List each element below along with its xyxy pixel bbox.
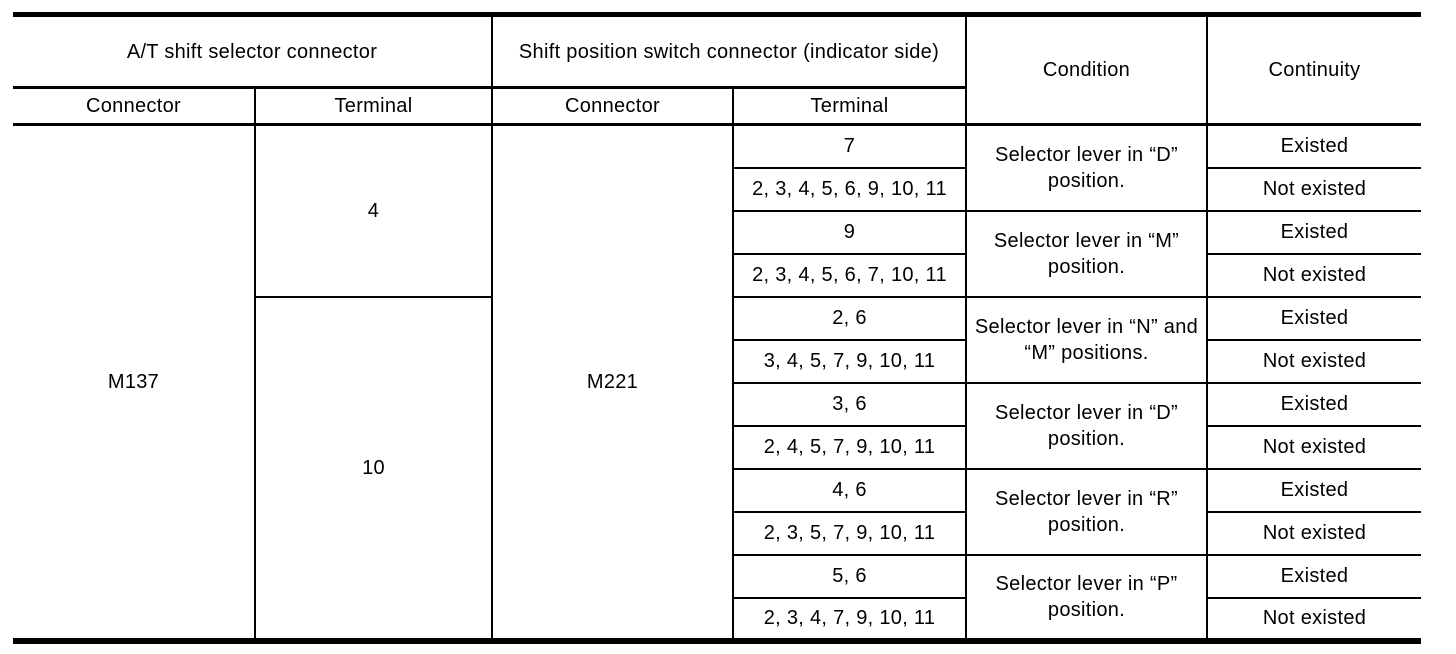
continuity-cell: Not existed [1206, 338, 1421, 384]
sps-terminal-cell: 9 [732, 209, 967, 255]
table-row: M137 4 M221 7 Selector lever in “D” posi… [13, 123, 1421, 642]
condition-cell: Selector lever in “N” and “M” positions. [965, 295, 1208, 384]
continuity-cell: Existed [1206, 295, 1421, 341]
continuity-cell: Not existed [1206, 166, 1421, 212]
continuity-cell: Existed [1206, 553, 1421, 599]
sps-terminal-cell: 2, 3, 4, 5, 6, 9, 10, 11 [732, 166, 967, 212]
sps-terminal-cell: 4, 6 [732, 467, 967, 513]
sps-connector-cell: M221 [491, 123, 734, 642]
table-row: 2, 3, 5, 7, 9, 10, 11 Not existed [13, 510, 1421, 556]
continuity-cell: Existed [1206, 467, 1421, 513]
table-row: 2, 4, 5, 7, 9, 10, 11 Not existed [13, 424, 1421, 470]
header-shift-position-switch-connector: Shift position switch connector (indicat… [491, 13, 967, 89]
sps-terminal-cell: 3, 4, 5, 7, 9, 10, 11 [732, 338, 967, 384]
table-row: 3, 6 Selector lever in “D” position. Exi… [13, 381, 1421, 470]
continuity-cell: Existed [1206, 209, 1421, 255]
condition-cell: Selector lever in “D” position. [965, 123, 1208, 212]
sps-terminal-cell: 2, 3, 5, 7, 9, 10, 11 [732, 510, 967, 556]
header-sps-connector: Connector [491, 86, 734, 126]
continuity-table: A/T shift selector connector Shift posit… [13, 12, 1421, 644]
header-at-terminal: Terminal [254, 86, 493, 126]
condition-cell: Selector lever in “P” position. [965, 553, 1208, 642]
table-row: 4, 6 Selector lever in “R” position. Exi… [13, 467, 1421, 556]
sps-terminal-cell: 2, 3, 4, 5, 6, 7, 10, 11 [732, 252, 967, 298]
continuity-cell: Existed [1206, 123, 1421, 169]
header-sps-terminal: Terminal [732, 86, 967, 126]
at-terminal-cell: 10 [254, 295, 493, 642]
continuity-cell: Not existed [1206, 510, 1421, 556]
table-row: 5, 6 Selector lever in “P” position. Exi… [13, 553, 1421, 642]
table-row: 3, 4, 5, 7, 9, 10, 11 Not existed [13, 338, 1421, 384]
table-row: 2, 3, 4, 5, 6, 9, 10, 11 Not existed [13, 166, 1421, 212]
condition-cell: Selector lever in “D” position. [965, 381, 1208, 470]
at-terminal-cell: 4 [254, 123, 493, 298]
continuity-cell: Existed [1206, 381, 1421, 427]
header-continuity: Continuity [1206, 13, 1421, 126]
header-row-subcolumns: Connector Terminal Connector Terminal [13, 86, 1421, 126]
table-row: 9 Selector lever in “M” position. Existe… [13, 209, 1421, 298]
sps-terminal-cell: 5, 6 [732, 553, 967, 599]
header-row-groups: A/T shift selector connector Shift posit… [13, 13, 1421, 126]
continuity-cell: Not existed [1206, 252, 1421, 298]
header-at-connector: Connector [13, 86, 256, 126]
sps-terminal-cell: 3, 6 [732, 381, 967, 427]
at-connector-cell: M137 [13, 123, 256, 642]
sps-terminal-cell: 7 [732, 123, 967, 169]
table-row: 2, 3, 4, 5, 6, 7, 10, 11 Not existed [13, 252, 1421, 298]
continuity-cell: Not existed [1206, 596, 1421, 642]
sps-terminal-cell: 2, 3, 4, 7, 9, 10, 11 [732, 596, 967, 642]
condition-cell: Selector lever in “M” position. [965, 209, 1208, 298]
condition-cell: Selector lever in “R” position. [965, 467, 1208, 556]
continuity-cell: Not existed [1206, 424, 1421, 470]
header-condition: Condition [965, 13, 1208, 126]
table-row: 2, 3, 4, 7, 9, 10, 11 Not existed [13, 596, 1421, 642]
sps-terminal-cell: 2, 4, 5, 7, 9, 10, 11 [732, 424, 967, 470]
table-row: 10 2, 6 Selector lever in “N” and “M” po… [13, 295, 1421, 642]
sps-terminal-cell: 2, 6 [732, 295, 967, 341]
header-at-shift-selector-connector: A/T shift selector connector [13, 13, 493, 89]
